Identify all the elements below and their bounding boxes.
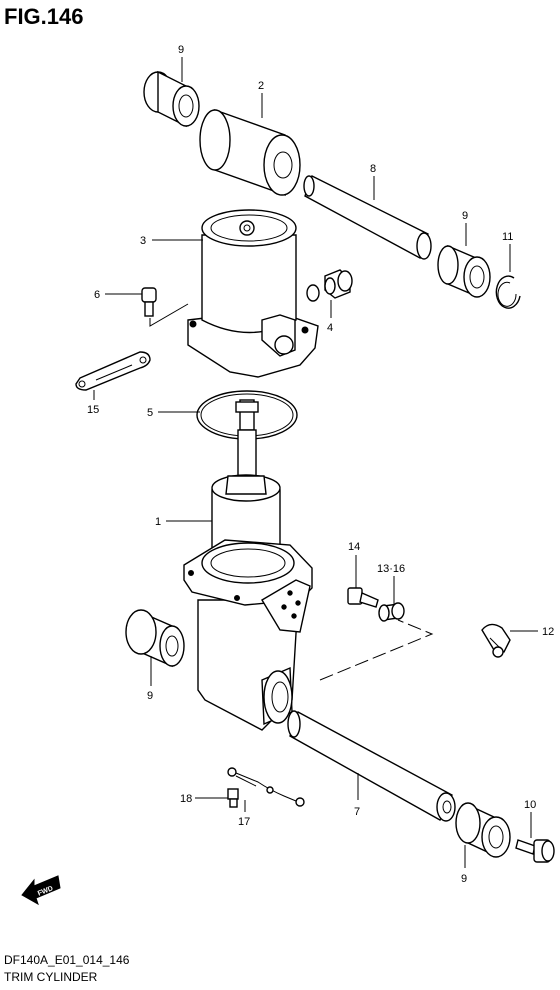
bushing-9-top bbox=[143, 70, 200, 128]
callout-3: 3 bbox=[140, 235, 146, 247]
fitting-4 bbox=[306, 269, 353, 302]
callout-14: 14 bbox=[348, 541, 360, 553]
bolt-10 bbox=[515, 839, 555, 863]
bracket-15 bbox=[75, 351, 151, 391]
rod-8 bbox=[303, 175, 432, 260]
callout-18: 18 bbox=[180, 793, 192, 805]
callout-11: 11 bbox=[502, 231, 513, 243]
callout-13-16: 13·16 bbox=[377, 563, 405, 575]
figure-name: TRIM CYLINDER bbox=[4, 970, 98, 984]
callout-9: 9 bbox=[461, 873, 467, 885]
lead-wire-17 bbox=[227, 767, 305, 807]
callout-1: 1 bbox=[155, 516, 161, 528]
snap-ring-11 bbox=[495, 275, 521, 309]
rod-7 bbox=[287, 710, 456, 822]
sleeve-2 bbox=[199, 109, 301, 196]
callout-12: 12 bbox=[542, 626, 554, 638]
bushing-9-bottom bbox=[455, 802, 511, 858]
reservoir-3 bbox=[187, 209, 319, 378]
clamp-12 bbox=[481, 623, 511, 658]
bolt-6 bbox=[141, 287, 189, 327]
callout-9: 9 bbox=[462, 210, 468, 222]
callout-2: 2 bbox=[258, 80, 264, 92]
figure-title: FIG.146 bbox=[4, 4, 84, 29]
bolt-14 bbox=[347, 587, 379, 608]
callout-7: 7 bbox=[354, 806, 360, 818]
callout-9: 9 bbox=[147, 690, 153, 702]
leader-lines bbox=[93, 57, 538, 868]
callout-5: 5 bbox=[147, 407, 153, 419]
callout-6: 6 bbox=[94, 289, 100, 301]
bolt-18 bbox=[227, 788, 239, 808]
bushing-9-right bbox=[437, 244, 491, 298]
fwd-arrow: FWD bbox=[21, 875, 61, 906]
trim-cylinder-1 bbox=[183, 399, 313, 731]
bushing-9-left bbox=[125, 609, 185, 668]
washer-13-16 bbox=[378, 602, 405, 622]
callout-17: 17 bbox=[238, 816, 250, 828]
figure-code: DF140A_E01_014_146 bbox=[4, 953, 130, 967]
callout-labels: 9 2 8 9 11 3 6 4 15 5 1 14 13·16 12 9 7 … bbox=[87, 44, 554, 885]
callout-9: 9 bbox=[178, 44, 184, 56]
callout-15: 15 bbox=[87, 404, 99, 416]
callout-4: 4 bbox=[327, 322, 333, 334]
callout-8: 8 bbox=[370, 163, 376, 175]
callout-10: 10 bbox=[524, 799, 536, 811]
alignment-lines bbox=[319, 619, 434, 681]
